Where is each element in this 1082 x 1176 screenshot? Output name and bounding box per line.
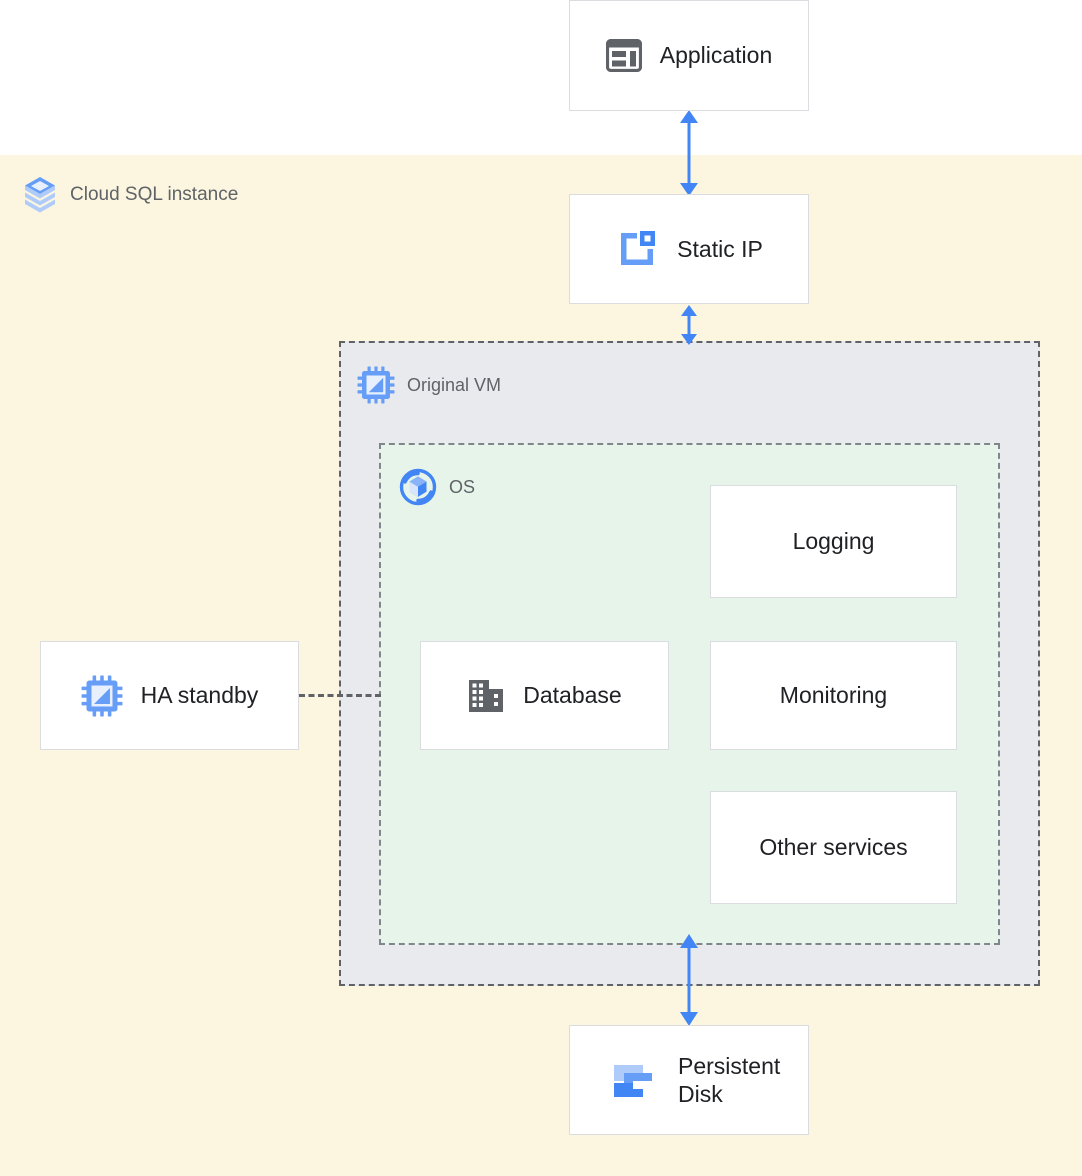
node-label-static-ip: Static IP	[677, 235, 763, 262]
application-layout-icon	[605, 39, 642, 72]
node-other-services[interactable]: Other services	[710, 791, 957, 904]
connector-static-ip-to-original-vm	[681, 305, 697, 345]
vm-chip-icon	[357, 366, 395, 404]
node-application[interactable]: Application	[569, 0, 809, 111]
node-label-logging: Logging	[792, 528, 875, 555]
node-static-ip[interactable]: Static IP	[569, 194, 809, 304]
node-persistent-disk[interactable]: Persistent Disk	[569, 1025, 809, 1135]
region-header-cloud-sql-instance: Cloud SQL instance	[22, 175, 238, 213]
region-label-cloud-sql-instance: Cloud SQL instance	[70, 183, 239, 205]
vm-chip-icon	[81, 675, 123, 716]
node-label-persistent-disk: Persistent Disk	[678, 1052, 781, 1107]
node-logging[interactable]: Logging	[710, 485, 957, 598]
os-circle-icon	[399, 468, 437, 506]
region-header-os: OS	[399, 468, 475, 506]
region-label-original-vm: Original VM	[407, 375, 502, 395]
connector-ha-standby-to-os	[299, 694, 381, 697]
database-building-icon	[469, 679, 504, 712]
node-ha-standby[interactable]: HA standby	[40, 641, 299, 750]
node-label-database: Database	[523, 682, 622, 709]
persistent-disk-icon	[614, 1065, 652, 1097]
connector-application-to-static-ip	[680, 110, 698, 196]
node-label-application: Application	[659, 42, 773, 69]
region-header-original-vm: Original VM	[357, 366, 501, 404]
static-ip-icon	[621, 231, 656, 265]
region-label-os: OS	[449, 477, 476, 497]
connector-os-to-persistent-disk	[680, 934, 698, 1026]
node-label-other-services: Other services	[759, 834, 908, 861]
node-monitoring[interactable]: Monitoring	[710, 641, 957, 750]
node-label-monitoring: Monitoring	[779, 682, 888, 709]
node-database[interactable]: Database	[420, 641, 669, 750]
node-label-ha-standby: HA standby	[140, 682, 259, 709]
cloud-sql-stack-icon	[25, 177, 55, 213]
